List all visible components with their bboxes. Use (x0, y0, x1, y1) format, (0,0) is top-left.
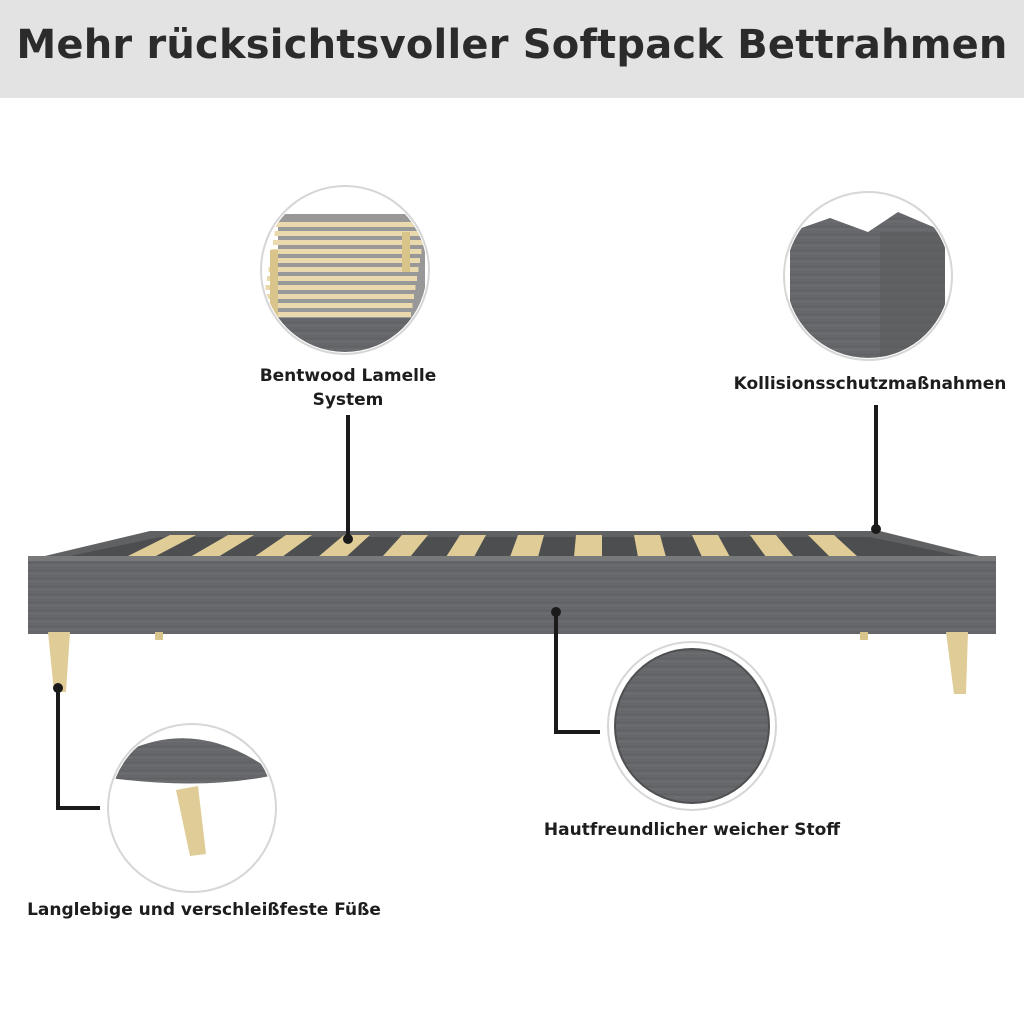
label-fabric: Hautfreundlicher weicher Stoff (543, 820, 841, 840)
bed-slat (382, 535, 428, 557)
bed-leg-front-right (946, 632, 968, 694)
detail-leg-image (107, 723, 277, 893)
title-banner: Mehr rücksichtsvoller Softpack Bettrahme… (0, 0, 1024, 98)
detail-slat (274, 231, 425, 236)
page-title: Mehr rücksichtsvoller Softpack Bettrahme… (16, 22, 1008, 68)
bed-frame (28, 531, 996, 694)
bed-leg-back-left (155, 632, 163, 640)
bed-slat (254, 535, 312, 557)
detail-slat (263, 303, 413, 308)
detail-slat (264, 294, 414, 299)
detail-fabric-image (607, 641, 777, 811)
bed-slat (692, 535, 730, 557)
leader-legs (56, 688, 100, 810)
bed-front-rail (28, 556, 996, 634)
label-legs: Langlebige und verschleißfeste Füße (27, 900, 381, 920)
detail-slats-image (260, 185, 430, 355)
detail-slat (268, 267, 419, 272)
bed-slat (126, 535, 196, 557)
bed-slats (126, 535, 858, 557)
detail-slat (271, 249, 422, 254)
leader-lines (53, 405, 881, 810)
bed-leg-front-left (48, 632, 70, 692)
label-slats: Bentwood Lamelle System (248, 364, 448, 412)
detail-slat (276, 222, 426, 227)
bed-slat (318, 535, 370, 557)
bed-leg-back-right (860, 632, 868, 640)
label-slats-line1: Bentwood Lamelle (259, 366, 437, 386)
leader-fabric (554, 612, 600, 734)
bed-slat (634, 535, 666, 557)
detail-slat (270, 258, 420, 263)
detail-slat (263, 312, 411, 317)
bed-slat (446, 535, 486, 557)
bed-slat (808, 535, 858, 557)
detail-corner-image (783, 191, 953, 361)
detail-slat (267, 276, 417, 281)
detail-slat (273, 240, 423, 245)
bed-slat (574, 535, 602, 557)
bed-slat (750, 535, 794, 557)
detail-slat (265, 285, 416, 290)
label-corner: Kollisionsschutzmaßnahmen (733, 374, 1007, 394)
bed-slat (510, 535, 544, 557)
bed-slat (190, 535, 254, 557)
label-slats-line2: System (312, 390, 384, 410)
